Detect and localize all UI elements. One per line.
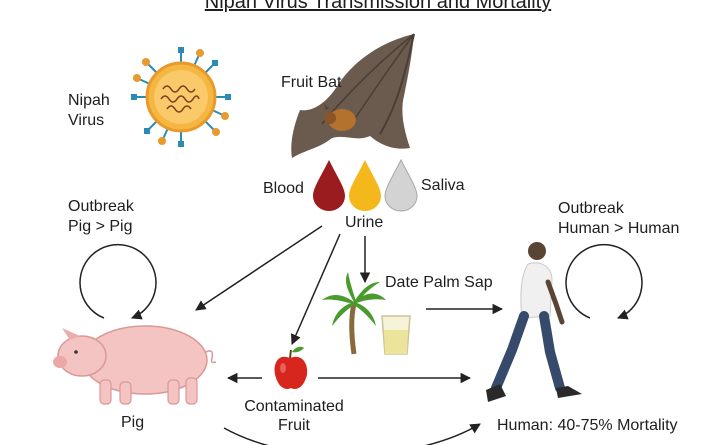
saliva-drop-icon bbox=[384, 158, 418, 212]
urine-drop-icon bbox=[349, 160, 381, 211]
cycle-arrow-icon bbox=[79, 244, 157, 320]
virus-icon bbox=[131, 47, 231, 147]
human-outbreak-label-line1: Outbreak bbox=[558, 200, 624, 217]
pig-label: Pig bbox=[121, 414, 145, 431]
cycle-arrow-icon bbox=[565, 244, 643, 320]
human-outbreak-label-line2: Human > Human bbox=[558, 220, 680, 237]
human-label: Human: 40-75% Mortality bbox=[497, 417, 678, 434]
saliva-label: Saliva bbox=[421, 177, 465, 194]
virus-label-line2: Virus bbox=[68, 112, 105, 129]
transmission-arrows bbox=[195, 225, 504, 445]
apple-icon bbox=[274, 346, 308, 389]
pig-outbreak-label-line1: Outbreak bbox=[68, 198, 134, 215]
arrow-bat-to-pig bbox=[195, 225, 323, 311]
fruit-label-line1: Contaminated bbox=[244, 398, 344, 415]
arrow-pig-to-human bbox=[223, 423, 481, 445]
diagram-title: Nipah Virus Transmission and Mortality bbox=[204, 0, 552, 13]
arrow-bat-to-fruit bbox=[290, 233, 341, 345]
blood-drop-icon bbox=[313, 160, 345, 211]
sap-glass-icon bbox=[381, 315, 411, 355]
virus-label-line1: Nipah bbox=[68, 92, 110, 109]
palm-tree-icon bbox=[322, 272, 386, 355]
pig-icon bbox=[53, 325, 217, 405]
urine-label: Urine bbox=[345, 214, 384, 231]
pig-outbreak-label-line2: Pig > Pig bbox=[68, 218, 133, 235]
human-icon bbox=[486, 242, 582, 402]
blood-label: Blood bbox=[263, 180, 304, 197]
sap-label: Date Palm Sap bbox=[385, 274, 493, 291]
fruit-label-line2: Fruit bbox=[278, 417, 310, 434]
bat-label: Fruit Bat bbox=[281, 74, 342, 91]
fruit-bat-icon bbox=[291, 33, 415, 158]
